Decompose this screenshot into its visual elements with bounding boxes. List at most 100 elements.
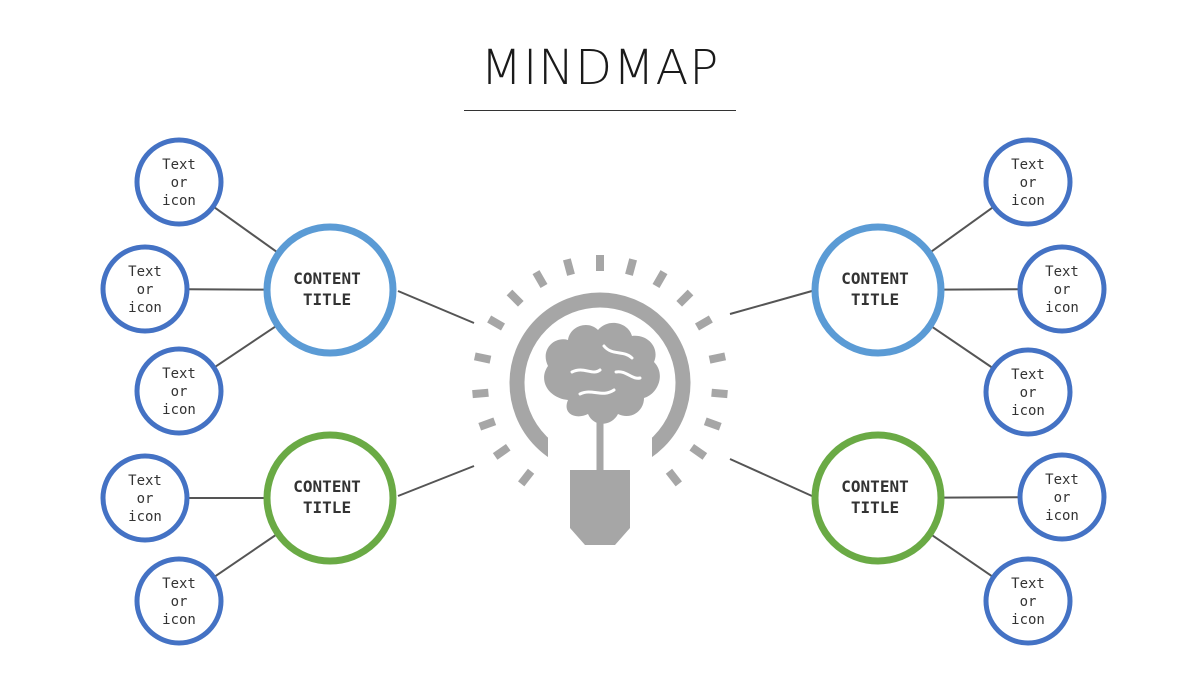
leaf-circle (1017, 244, 1107, 334)
leaf-circle (983, 347, 1073, 437)
leaf-text-line: or (1054, 282, 1071, 298)
light-ray (506, 289, 524, 307)
hub-title-line1: CONTENT (841, 477, 908, 496)
leaf-text-line: or (1020, 385, 1037, 401)
leaf-text-line: icon (1011, 612, 1045, 628)
leaf-text-line: icon (1045, 508, 1079, 524)
leaf-text-line: or (1020, 175, 1037, 191)
leaf-circle (100, 453, 190, 543)
light-ray (703, 417, 722, 431)
light-ray (665, 468, 682, 487)
hub-title-line2: TITLE (851, 498, 899, 517)
page-title: MINDMAP (480, 40, 720, 96)
leaf-node: Text or icon (100, 244, 190, 334)
light-ray (711, 388, 728, 399)
light-ray (473, 352, 492, 364)
hub-node-top-left: CONTENT TITLE (263, 223, 397, 357)
leaf-text-line: icon (162, 193, 196, 209)
hub-title-line2: TITLE (303, 498, 351, 517)
light-ray (694, 315, 713, 331)
leaf-text-line: or (171, 594, 188, 610)
light-ray (478, 417, 497, 431)
light-ray (518, 468, 535, 487)
leaf-connector (929, 324, 994, 370)
leaf-text-line: or (137, 491, 154, 507)
leaf-node: Text or icon (1017, 244, 1107, 334)
leaf-connector (212, 205, 280, 255)
hub-circle (263, 431, 397, 565)
leaf-text-line: Text (1011, 576, 1045, 592)
light-ray (676, 289, 694, 307)
leaf-circle (100, 244, 190, 334)
light-ray (492, 443, 511, 460)
hub-title-line1: CONTENT (293, 477, 360, 496)
hub-node-bottom-left: CONTENT TITLE (263, 431, 397, 565)
hub-node-top-right: CONTENT TITLE (811, 223, 945, 357)
leaf-circle (134, 346, 224, 436)
leaf-text-line: Text (1011, 367, 1045, 383)
light-rays (472, 255, 728, 487)
leaf-circle (983, 556, 1073, 646)
leaf-connector (928, 205, 995, 255)
leaf-circle (134, 137, 224, 227)
leaf-node: Text or icon (983, 556, 1073, 646)
leaf-text-line: Text (1011, 157, 1045, 173)
leaf-text-line: icon (162, 402, 196, 418)
leaf-text-line: icon (1011, 193, 1045, 209)
leaf-connector (213, 324, 279, 369)
hub-connector (397, 290, 475, 324)
light-ray (708, 352, 727, 364)
leaf-text-line: icon (162, 612, 196, 628)
title-underline (464, 110, 736, 111)
light-ray (563, 258, 575, 276)
leaf-node: Text or icon (134, 137, 224, 227)
hub-nodes: CONTENTTITLECONTENTTITLECONTENTTITLECONT… (263, 223, 945, 565)
light-ray (532, 270, 548, 289)
hub-connector (729, 290, 813, 315)
hub-connector (397, 465, 475, 497)
leaf-node: Text or icon (100, 453, 190, 543)
leaf-text-line: icon (128, 509, 162, 525)
leaf-text-line: icon (1045, 300, 1079, 316)
leaf-text-line: Text (1045, 472, 1079, 488)
hub-circle (811, 223, 945, 357)
leaf-text-line: Text (1045, 264, 1079, 280)
leaf-text-line: or (171, 384, 188, 400)
light-ray (689, 443, 708, 460)
leaf-text-line: or (171, 175, 188, 191)
hub-connector (729, 458, 813, 497)
leaf-connector (213, 532, 279, 579)
brain-icon (544, 322, 660, 424)
leaf-text-line: icon (128, 300, 162, 316)
leaf-node: Text or icon (134, 346, 224, 436)
hub-circle (263, 223, 397, 357)
light-ray (472, 388, 489, 399)
leaf-circle (1017, 452, 1107, 542)
leaf-text-line: Text (128, 264, 162, 280)
leaf-text-line: or (137, 282, 154, 298)
hub-title-line2: TITLE (851, 290, 899, 309)
hub-circle (811, 431, 945, 565)
leaf-text-line: or (1020, 594, 1037, 610)
hub-node-bottom-right: CONTENT TITLE (811, 431, 945, 565)
leaf-circle (134, 556, 224, 646)
lightbulb-brain-icon (472, 255, 728, 545)
leaf-text-line: Text (162, 366, 196, 382)
leaf-node: Text or icon (983, 137, 1073, 227)
light-ray (487, 315, 506, 331)
bulb-base (570, 470, 630, 518)
leaf-connector (929, 532, 994, 579)
leaf-text-line: Text (128, 473, 162, 489)
leaf-text-line: Text (162, 157, 196, 173)
leaf-node: Text or icon (1017, 452, 1107, 542)
leaf-text-line: icon (1011, 403, 1045, 419)
light-ray (652, 270, 668, 289)
leaf-node: Text or icon (983, 347, 1073, 437)
leaf-circle (983, 137, 1073, 227)
leaf-text-line: or (1054, 490, 1071, 506)
hub-title-line2: TITLE (303, 290, 351, 309)
hub-title-line1: CONTENT (293, 269, 360, 288)
connector-lines (186, 205, 1021, 579)
hub-title-line1: CONTENT (841, 269, 908, 288)
